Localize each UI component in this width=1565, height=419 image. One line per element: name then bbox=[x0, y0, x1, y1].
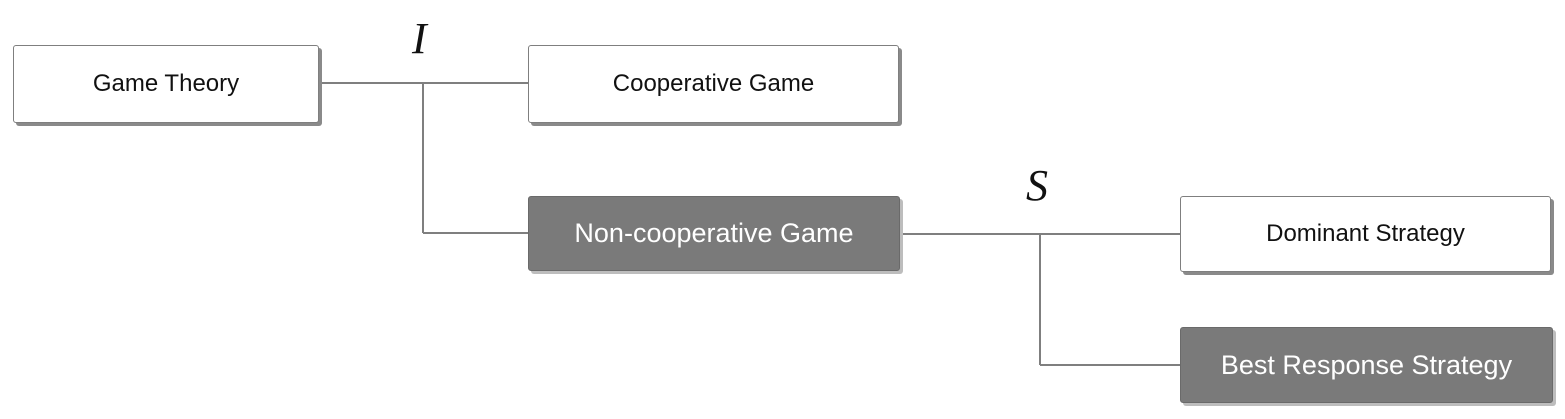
branch-label-s: S bbox=[1026, 161, 1048, 210]
node-game-theory-label: Game Theory bbox=[92, 70, 240, 97]
node-cooperative-game: Cooperative Game bbox=[528, 45, 899, 123]
node-best-response-strategy: Best Response Strategy bbox=[1180, 327, 1553, 403]
node-noncooperative-game-label: Non-cooperative Game bbox=[574, 218, 854, 248]
node-dominant-strategy: Dominant Strategy bbox=[1180, 196, 1551, 272]
node-best-response-strategy-label: Best Response Strategy bbox=[1220, 349, 1513, 380]
node-game-theory: Game Theory bbox=[13, 45, 319, 123]
node-noncooperative-game: Non-cooperative Game bbox=[528, 196, 900, 271]
branch-label-i: I bbox=[412, 14, 427, 63]
node-dominant-strategy-label: Dominant Strategy bbox=[1266, 220, 1465, 247]
node-cooperative-game-label: Cooperative Game bbox=[612, 70, 815, 97]
